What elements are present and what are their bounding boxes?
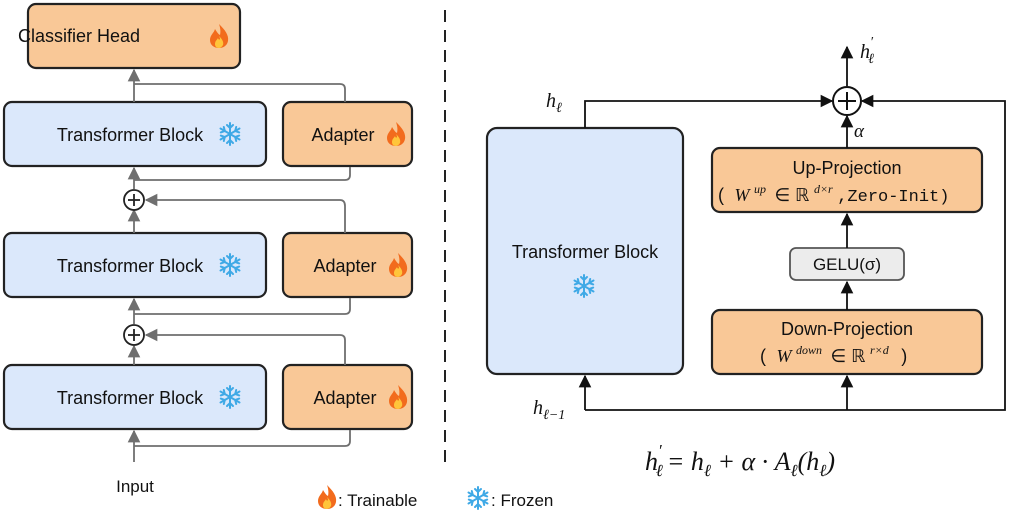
- adapter-box-2: Adapter: [281, 231, 414, 299]
- fire-icon: [318, 485, 337, 509]
- gelu-box: GELU(σ): [789, 247, 905, 281]
- h-l-label: hℓ: [546, 90, 562, 116]
- down-projection-label: Down-Projection: [781, 319, 913, 339]
- legend-frozen: : Frozen: [491, 491, 553, 510]
- right-panel: Transformer Block Up-Projection ( W up ∈…: [485, 35, 1006, 480]
- right-connectors: [578, 45, 1006, 411]
- transformer-block-detail: Transformer Block: [485, 126, 685, 376]
- adapter-box-1: Adapter: [281, 100, 414, 168]
- adapter-box-3: Adapter: [281, 363, 414, 431]
- left-connectors: [127, 68, 351, 462]
- legend-trainable: : Trainable: [338, 491, 417, 510]
- adapter-label: Adapter: [311, 125, 374, 145]
- transformer-block-label: Transformer Block: [57, 388, 204, 408]
- adapter-label: Adapter: [313, 256, 376, 276]
- adapter-label: Adapter: [313, 388, 376, 408]
- transformer-block-label: Transformer Block: [512, 242, 659, 262]
- down-projection-box: Down-Projection ( W down ∈ ℝ r×d ): [710, 308, 984, 376]
- up-projection-formula: ( W up ∈ ℝ d×r ,Zero-Init): [718, 177, 949, 207]
- plus-circle-icon: [832, 86, 862, 116]
- transformer-block-2: Transformer Block: [2, 231, 268, 299]
- gelu-label: GELU(σ): [813, 255, 881, 274]
- up-projection-label: Up-Projection: [792, 158, 901, 178]
- classifier-head-box: Classifier Head: [18, 2, 242, 70]
- legend: : Trainable : Frozen: [318, 485, 553, 510]
- transformer-block-3: Transformer Block: [2, 363, 268, 431]
- plus-circle-icon: [123, 324, 145, 346]
- h-l-minus-1-label: hℓ−1: [533, 397, 565, 423]
- input-label: Input: [116, 477, 154, 496]
- h-prime-label: h′ℓ: [860, 35, 874, 67]
- transformer-block-1: Transformer Block: [2, 100, 268, 168]
- plus-circle-icon: [123, 189, 145, 211]
- classifier-head-label: Classifier Head: [18, 26, 140, 46]
- alpha-label: α: [854, 121, 865, 142]
- down-projection-formula: ( W down ∈ ℝ r×d ): [760, 338, 907, 366]
- transformer-block-label: Transformer Block: [57, 125, 204, 145]
- transformer-block-label: Transformer Block: [57, 256, 204, 276]
- left-panel: Classifier Head Transformer Block Adapte…: [2, 2, 414, 496]
- adapter-equation: h′ℓ= hℓ + α · Aℓ(hℓ): [645, 441, 835, 480]
- up-projection-box: Up-Projection ( W up ∈ ℝ d×r ,Zero-Init): [710, 146, 984, 214]
- snowflake-icon: [467, 486, 489, 510]
